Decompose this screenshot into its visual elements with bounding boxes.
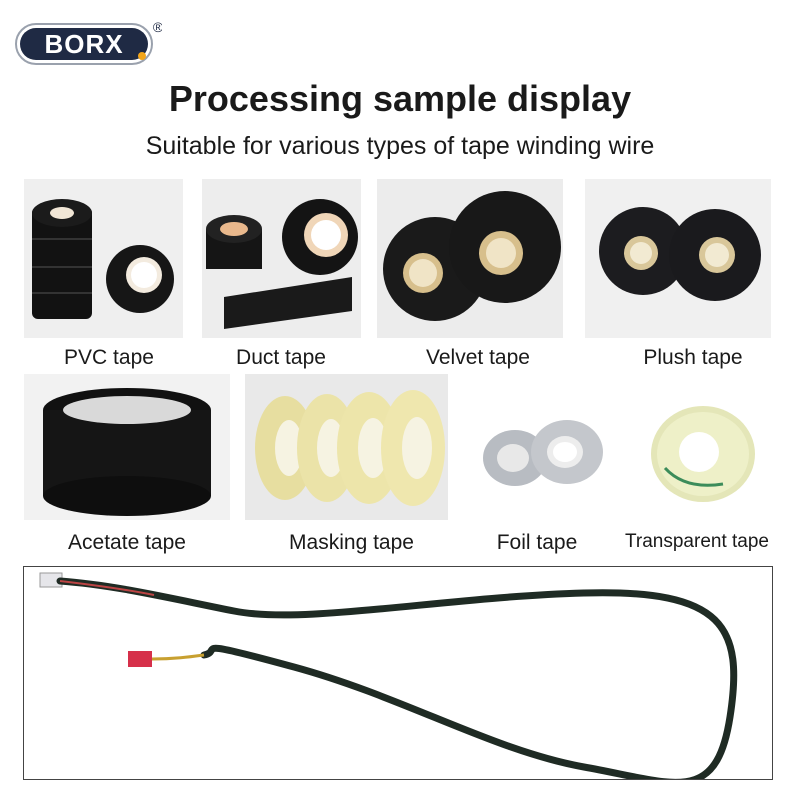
- foil-tape-image: [473, 410, 608, 490]
- acetate-tape-image: [24, 374, 230, 520]
- page-title: Processing sample display: [168, 78, 632, 119]
- page-subtitle: Suitable for various types of tape windi…: [145, 132, 655, 160]
- sample-label-pvc-tape: PVC tape: [64, 346, 154, 369]
- registered-mark: ®: [153, 19, 162, 35]
- sample-label-foil-tape: Foil tape: [496, 531, 578, 554]
- velvet-tape-image: [377, 179, 563, 338]
- sample-label-duct-tape: Duct tape: [236, 346, 326, 369]
- sample-label-masking-tape: Masking tape: [289, 531, 414, 554]
- logo-text: BORX: [44, 29, 123, 59]
- transparent-tape-image: [645, 398, 763, 508]
- wrapped-cable-sample-image: [23, 566, 773, 780]
- sample-label-acetate-tape: Acetate tape: [68, 531, 186, 554]
- sample-label-transparent-tape: Transparent tape: [625, 531, 769, 552]
- duct-tape-image: [202, 179, 361, 338]
- brand-logo: BORX ®: [14, 18, 164, 68]
- pvc-tape-image: [24, 179, 183, 338]
- sample-label-velvet-tape: Velvet tape: [426, 346, 530, 369]
- plush-tape-image: [585, 179, 771, 338]
- masking-tape-image: [245, 374, 448, 520]
- sample-label-plush-tape: Plush tape: [643, 346, 743, 369]
